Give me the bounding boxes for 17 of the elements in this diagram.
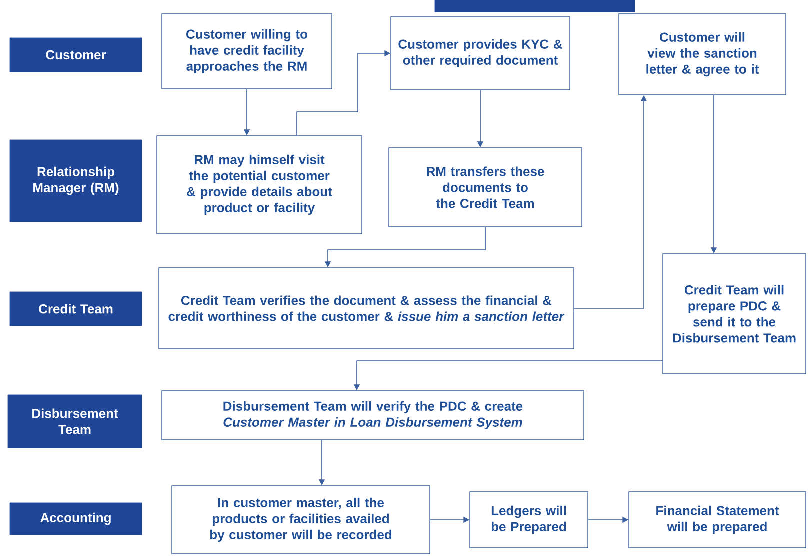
title-bar <box>434 0 636 12</box>
process-box: RM may himself visit the potential customer & provide details about product or facility <box>156 136 362 234</box>
lane-label: Accounting <box>10 502 142 536</box>
lane-label: Relationship Manager (RM) <box>10 140 142 222</box>
lane-label: Disbursement Team <box>8 394 142 448</box>
process-box: Ledgers will be Prepared <box>470 492 588 548</box>
process-box: Financial Statement will be prepared <box>628 492 806 548</box>
process-box: Disbursement Team will verify the PDC & create Customer Master in Loan Disbursement System <box>162 390 584 440</box>
process-box: Customer will view the sanction letter & agree to it <box>618 14 786 96</box>
process-box: RM transfers these documents to the Credit Team <box>388 148 582 228</box>
process-box: Credit Team verifies the document & assess the financial & credit worthiness of the customer & issue him a sanction letter <box>158 268 574 350</box>
process-box: Customer willing to have credit facility approaches the RM <box>162 14 332 90</box>
lane-label: Customer <box>10 38 142 72</box>
process-box: Credit Team will prepare PDC & send it to the Disbursement Team <box>662 254 806 374</box>
lane-label: Credit Team <box>10 292 142 326</box>
process-box: In customer master, all the products or facilities availed by customer will be recorded <box>172 486 430 554</box>
process-box: Customer provides KYC & other required document <box>390 16 570 90</box>
